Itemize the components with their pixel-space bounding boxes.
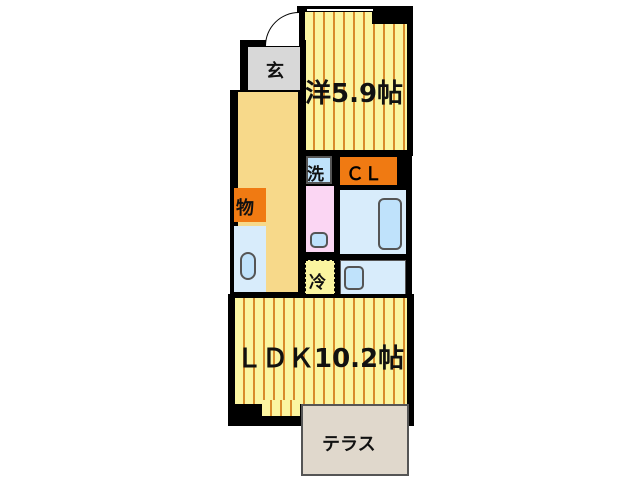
terrace-label: テラス	[322, 434, 376, 455]
washroom-label: 洗	[307, 165, 324, 185]
storage	[234, 188, 266, 222]
storage-label: 物	[236, 198, 254, 219]
washroom-sign	[306, 156, 332, 184]
fridge-space	[305, 260, 335, 296]
closet	[340, 157, 397, 185]
ldk	[235, 298, 407, 404]
entrance-door-arc	[265, 12, 299, 46]
closet-label: ＣＬ	[346, 164, 382, 185]
washbasin-icon	[310, 232, 328, 248]
genkan	[248, 47, 300, 92]
terrace	[301, 404, 409, 476]
bathtub-icon	[378, 198, 402, 250]
ldk-label: ＬＤＫ10.2帖	[236, 344, 405, 374]
genkan-label: 玄	[266, 61, 284, 82]
western-room	[305, 12, 407, 152]
ldk-lower	[262, 400, 300, 416]
sink-icon	[344, 266, 364, 290]
fridge-label: 冷	[309, 273, 326, 293]
western-room-pillar	[372, 6, 413, 24]
toilet-icon	[240, 252, 256, 280]
western-room-label: 洋5.9帖	[305, 79, 404, 109]
window	[307, 8, 373, 12]
